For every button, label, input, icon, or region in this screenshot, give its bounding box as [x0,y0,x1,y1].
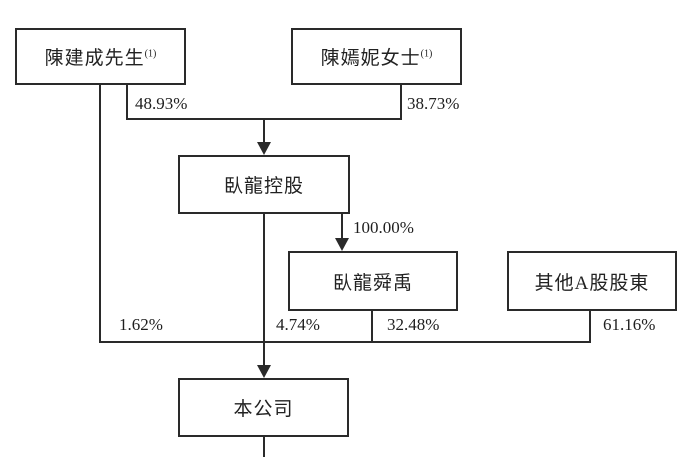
pct-chen-jiancheng-to-company: 1.62% [119,315,163,334]
connector-chen-jiancheng-to-collector [99,84,101,343]
pct-holdings-to-company: 4.74% [276,315,320,334]
connector-chen-jiancheng-stub [126,84,128,120]
arrowhead-into-holdings [257,142,271,155]
node-other-a-share-shareholders: 其他A股股東 [507,251,677,311]
node-label: 陳建成先生(1) [44,48,157,69]
node-label: 臥龍舜禹 [332,272,413,294]
arrowhead-into-company [257,365,271,378]
arrowhead-into-shunyu [335,238,349,251]
footnote-marker: (1) [144,48,157,60]
pct-shunyu-to-company: 32.48% [387,315,440,334]
node-label: 臥龍控股 [223,176,304,197]
pct-other-to-company: 61.16% [603,315,656,334]
pct-holdings-to-shunyu: 100.00% [353,218,414,237]
footnote-marker: (1) [420,48,433,60]
node-label: 本公司 [233,399,294,420]
connector-chen-yanni-stub [400,84,402,120]
node-label: 陳嫣妮女士(1) [320,48,433,69]
node-chen-jiancheng: 陳建成先生(1) [15,28,186,85]
node-label: 其他A股股東 [534,272,650,294]
node-wolong-holdings: 臥龍控股 [178,155,350,214]
pct-chen-jiancheng-to-holdings: 48.93% [135,94,188,113]
connector-into-shunyu-shaft [341,212,343,241]
connector-into-company-shaft [263,341,265,367]
connector-shunyu-to-collector [371,309,373,343]
node-chen-yanni: 陳嫣妮女士(1) [291,28,462,85]
connector-below-company [263,436,265,457]
connector-into-holdings-shaft [263,118,265,145]
connector-holdings-to-collector [263,212,265,343]
connector-other-a-to-collector [589,309,591,343]
connector-collector-horizontal [99,341,591,343]
node-wolong-shunyu: 臥龍舜禹 [288,251,458,311]
pct-chen-yanni-to-holdings: 38.73% [407,94,460,113]
node-the-company: 本公司 [178,378,349,437]
